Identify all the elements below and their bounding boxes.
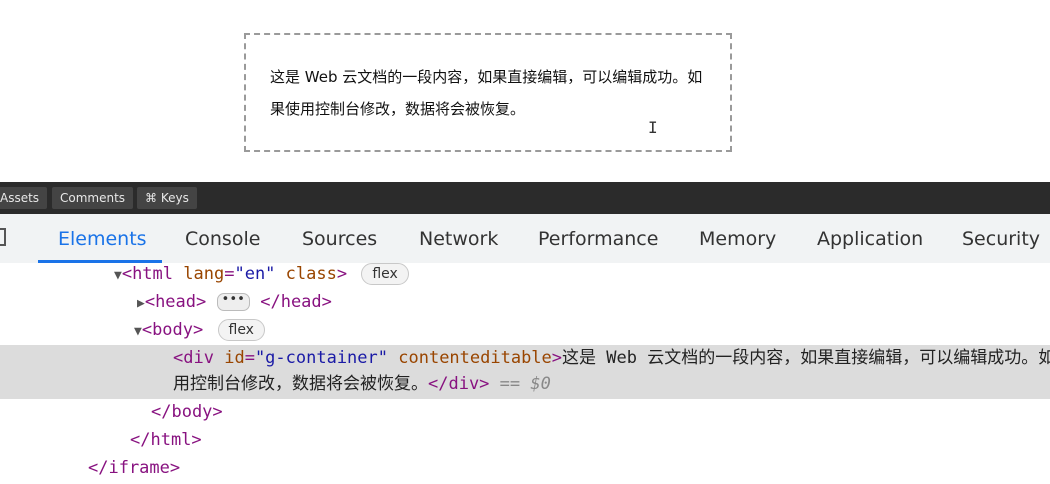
tag-html-close: </html>	[130, 430, 202, 450]
keys-button[interactable]: ⌘ Keys	[137, 187, 197, 209]
tab-memory[interactable]: Memory	[699, 228, 777, 250]
active-tab-indicator	[38, 260, 162, 263]
tree-row-html-close[interactable]: </html>	[130, 426, 202, 454]
flex-badge[interactable]: flex	[217, 319, 265, 341]
tree-row-div[interactable]: <div id="g-container" contenteditable>这是…	[173, 344, 1050, 372]
assets-button[interactable]: Assets	[0, 187, 48, 209]
tree-row-div-continued[interactable]: 用控制台修改，数据将会被恢复。</div> == $0	[173, 370, 551, 398]
tag-end: >	[551, 348, 563, 368]
selected-node-highlight	[0, 345, 1050, 399]
comments-button[interactable]: Comments	[52, 187, 134, 209]
elements-tree: ▼<html lang="en" class> flex ▶<head> •••…	[0, 263, 1050, 484]
attr-name: lang	[183, 264, 225, 284]
attr-name: contenteditable	[398, 348, 552, 368]
text-cursor-icon: I	[648, 118, 658, 137]
tag-body-open: <body>	[141, 320, 204, 340]
flex-badge[interactable]: flex	[361, 263, 409, 285]
console-ref: $0	[530, 374, 551, 394]
devtools-tab-bar: Elements Console Sources Network Perform…	[0, 214, 1050, 264]
attr-name: id	[224, 348, 245, 368]
tree-row-head[interactable]: ▶<head> ••• </head>	[137, 288, 332, 316]
tree-row-body[interactable]: ▼<body> flex	[134, 316, 265, 344]
page-content-area: 这是 Web 云文档的一段内容，如果直接编辑，可以编辑成功。如果使用控制台修改，…	[0, 0, 1050, 182]
tab-security[interactable]: Security	[962, 228, 1041, 250]
collapse-triangle-icon[interactable]: ▼	[134, 324, 142, 339]
equals-marker: ==	[499, 374, 521, 394]
attr-value: "g-container"	[254, 348, 388, 368]
tree-row-iframe-close[interactable]: </iframe>	[88, 454, 180, 482]
text-node[interactable]: 这是 Web 云文档的一段内容，如果直接编辑，可以编辑成功。如果使	[562, 348, 1050, 368]
tag-body-close: </body>	[151, 402, 223, 422]
tag-div-close: </div>	[428, 374, 490, 394]
tag-div-open: <div	[173, 348, 214, 368]
ellipsis-icon[interactable]: •••	[216, 293, 250, 311]
text-node[interactable]: 用控制台修改，数据将会被恢复。	[173, 374, 428, 394]
editable-content-box[interactable]: 这是 Web 云文档的一段内容，如果直接编辑，可以编辑成功。如果使用控制台修改，…	[244, 33, 732, 152]
panel-layout-icon[interactable]	[0, 228, 6, 246]
tag-end: >	[336, 264, 348, 284]
tab-elements[interactable]: Elements	[58, 228, 147, 250]
tab-application[interactable]: Application	[817, 228, 924, 250]
dark-toolbar: Assets Comments ⌘ Keys	[0, 182, 1050, 214]
tag-head-close: </head>	[260, 292, 332, 312]
tab-sources[interactable]: Sources	[302, 228, 378, 250]
tag-html-open: <html	[121, 264, 174, 284]
tag-iframe-close: </iframe>	[88, 458, 181, 478]
tag-head-open: <head>	[144, 292, 207, 312]
tree-row-body-close[interactable]: </body>	[151, 398, 223, 426]
collapse-triangle-icon[interactable]: ▼	[114, 268, 122, 283]
tree-row-html[interactable]: ▼<html lang="en" class> flex	[114, 263, 409, 288]
attr-value: "en"	[234, 264, 276, 284]
expand-triangle-icon[interactable]: ▶	[137, 296, 145, 311]
editable-content-text[interactable]: 这是 Web 云文档的一段内容，如果直接编辑，可以编辑成功。如果使用控制台修改，…	[270, 68, 703, 118]
tab-performance[interactable]: Performance	[538, 228, 659, 250]
tab-network[interactable]: Network	[419, 228, 499, 250]
attr-name: class	[285, 264, 337, 284]
tab-console[interactable]: Console	[185, 228, 261, 250]
